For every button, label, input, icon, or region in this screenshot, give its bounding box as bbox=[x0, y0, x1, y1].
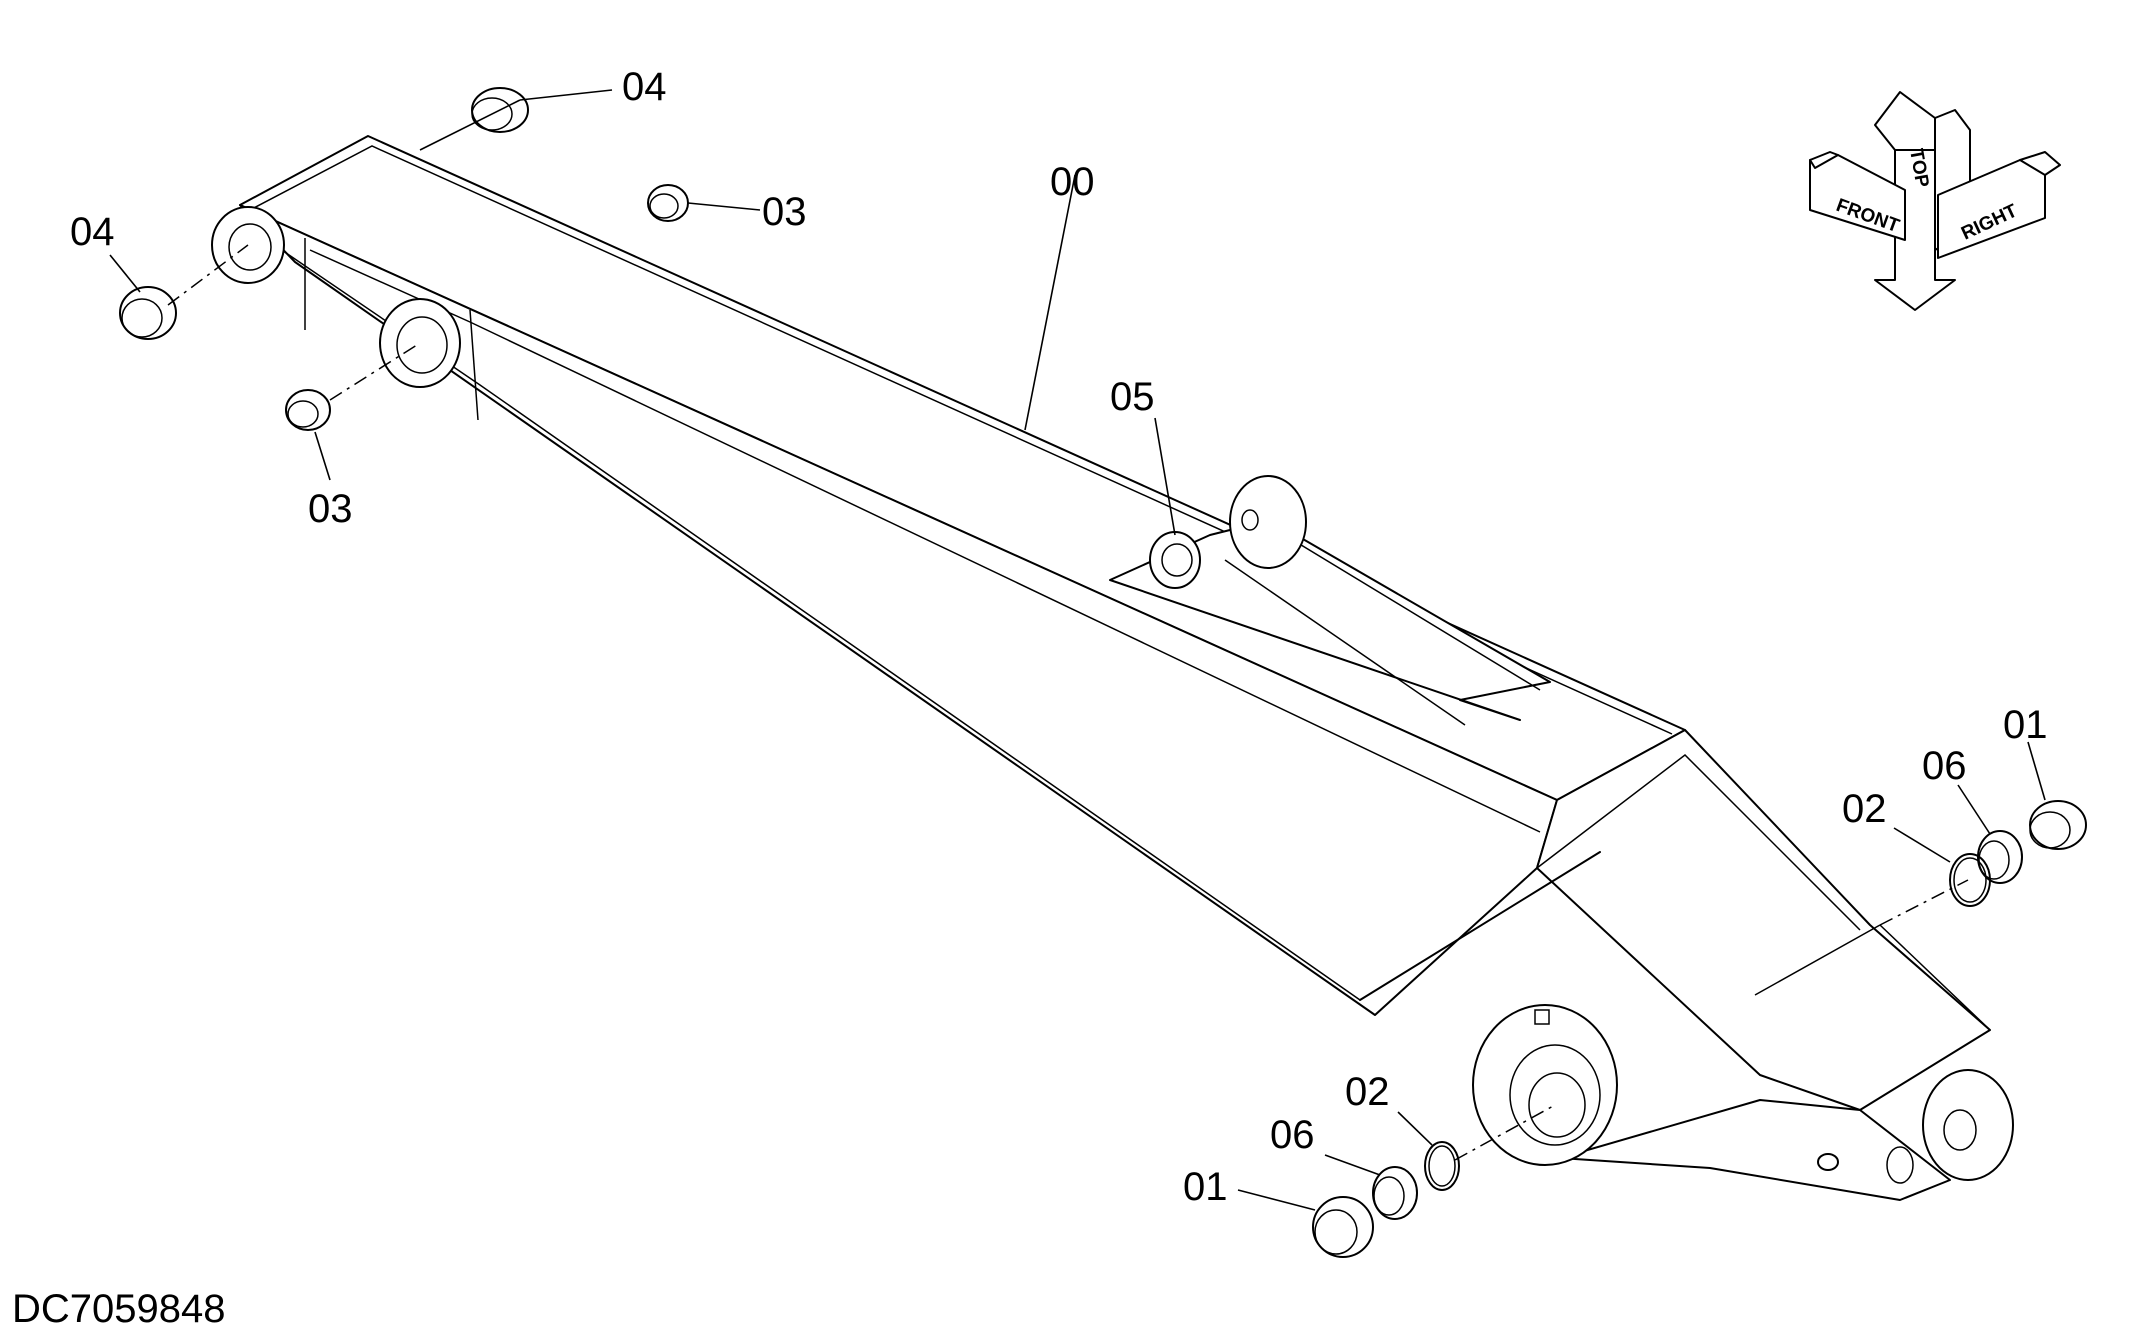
bushing-01-bottom bbox=[1312, 1196, 1374, 1258]
part-labels: 00 04 04 03 03 05 02 06 01 02 06 01 bbox=[70, 65, 2048, 1209]
leader-lines bbox=[109, 89, 2046, 1211]
label-bushing-01-bottom: 01 bbox=[1183, 1165, 1228, 1209]
shim-06-right bbox=[1977, 830, 2023, 884]
label-shim-06-bottom: 06 bbox=[1270, 1113, 1315, 1157]
bushing-03-top bbox=[647, 184, 689, 222]
label-arm-body: 00 bbox=[1050, 160, 1095, 204]
label-fitting-05: 05 bbox=[1110, 375, 1155, 419]
arm-body bbox=[211, 135, 2014, 1201]
label-bushing-03-left: 03 bbox=[308, 487, 353, 531]
bushing-01-right bbox=[2029, 800, 2087, 850]
label-ring-02-right: 02 bbox=[1842, 787, 1887, 831]
label-shim-06-right: 06 bbox=[1922, 744, 1967, 788]
ring-02-bottom bbox=[1424, 1141, 1460, 1191]
document-code: DC7059848 bbox=[12, 1287, 226, 1331]
center-lines bbox=[167, 244, 1969, 1161]
orientation-symbol: TOP FRONT RIGHT bbox=[1809, 91, 2061, 311]
label-bushing-04-top: 04 bbox=[622, 65, 667, 109]
label-bushing-01-right: 01 bbox=[2003, 703, 2048, 747]
label-ring-02-bottom: 02 bbox=[1345, 1070, 1390, 1114]
ring-02-right bbox=[1949, 853, 1991, 907]
label-bushing-03-top: 03 bbox=[762, 190, 807, 234]
bushing-04-left bbox=[119, 286, 177, 340]
bushing-03-left bbox=[285, 389, 331, 431]
label-bushing-04-left: 04 bbox=[70, 210, 115, 254]
shim-06-bottom bbox=[1372, 1166, 1418, 1220]
